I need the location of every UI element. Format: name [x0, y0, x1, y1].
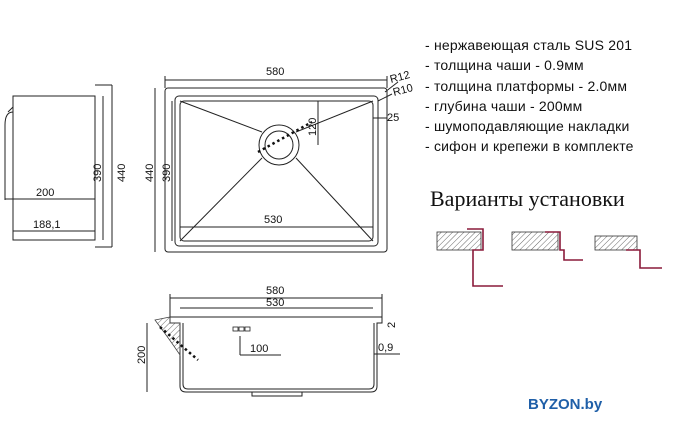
top-view-leader-r10 — [377, 93, 393, 102]
front-dim-2: 2 — [386, 322, 398, 328]
top-dim-530: 530 — [264, 214, 282, 226]
spec-line: - глубина чаши - 200мм — [425, 98, 583, 114]
top-view-leader-r12 — [384, 81, 399, 93]
top-view-slope-tl — [179, 100, 263, 133]
countertop-1 — [436, 231, 482, 251]
top-view-slope-br — [295, 157, 374, 242]
front-view-bowl-outline — [169, 316, 383, 393]
spec-line: - нержавеющая сталь SUS 201 — [425, 37, 633, 53]
side-view-front-curve — [4, 111, 14, 200]
install-variants-title: Варианты установки — [430, 186, 625, 211]
brand-watermark: BYZON.by — [528, 396, 603, 413]
top-dim-580: 580 — [266, 66, 284, 78]
side-dim-390: 390 — [92, 164, 104, 182]
side-view-rim — [7, 106, 14, 113]
front-dim-530: 530 — [266, 297, 284, 309]
sink-profile-2 — [545, 231, 583, 261]
side-dim-188: 188,1 — [33, 219, 61, 231]
spec-line: - толщина чаши - 0.9мм — [425, 57, 584, 73]
front-view-drain — [251, 391, 303, 397]
top-dim-120: 120 — [307, 118, 319, 136]
sink-profile-1 — [467, 228, 503, 287]
countertop-3 — [594, 235, 638, 251]
top-dim-r12: R12 — [389, 69, 412, 86]
install-variant-undermount — [594, 235, 662, 269]
top-dim-440: 440 — [144, 164, 156, 182]
side-view-body — [12, 95, 96, 241]
spec-line: - шумоподавляющие накладки — [425, 118, 630, 134]
side-view — [4, 84, 113, 248]
top-view — [154, 76, 399, 253]
front-dim-580: 580 — [266, 285, 284, 297]
front-view — [146, 294, 400, 397]
front-dim-200: 200 — [136, 346, 148, 364]
side-dim-200: 200 — [36, 187, 54, 199]
front-view-overflow-icon — [232, 326, 251, 332]
top-dim-390: 390 — [161, 164, 173, 182]
front-view-bowl-inner — [182, 323, 375, 390]
countertop-2 — [511, 231, 559, 251]
side-dim-440: 440 — [116, 164, 128, 182]
top-view-slope-bl — [179, 157, 263, 242]
top-view-drain-inner — [264, 130, 294, 160]
top-view-bowl-inner — [179, 100, 374, 242]
top-dim-r10: R10 — [392, 82, 415, 99]
spec-line: - сифон и крепежи в комплекте — [425, 138, 634, 154]
top-view-slope-tr — [295, 100, 374, 133]
top-dim-25: 25 — [387, 112, 399, 124]
top-view-drain-outer — [258, 124, 300, 166]
install-variant-overmount — [436, 228, 503, 287]
sink-profile-3 — [626, 249, 662, 269]
front-dim-100: 100 — [250, 343, 268, 355]
top-view-outer-frame — [164, 87, 388, 253]
top-view-bowl-outer — [174, 95, 379, 247]
front-dim-09: 0,9 — [378, 342, 393, 354]
top-view-drain-axis — [257, 120, 313, 154]
spec-line: - толщина платформы - 2.0мм — [425, 78, 628, 94]
install-variant-flush — [511, 231, 583, 261]
